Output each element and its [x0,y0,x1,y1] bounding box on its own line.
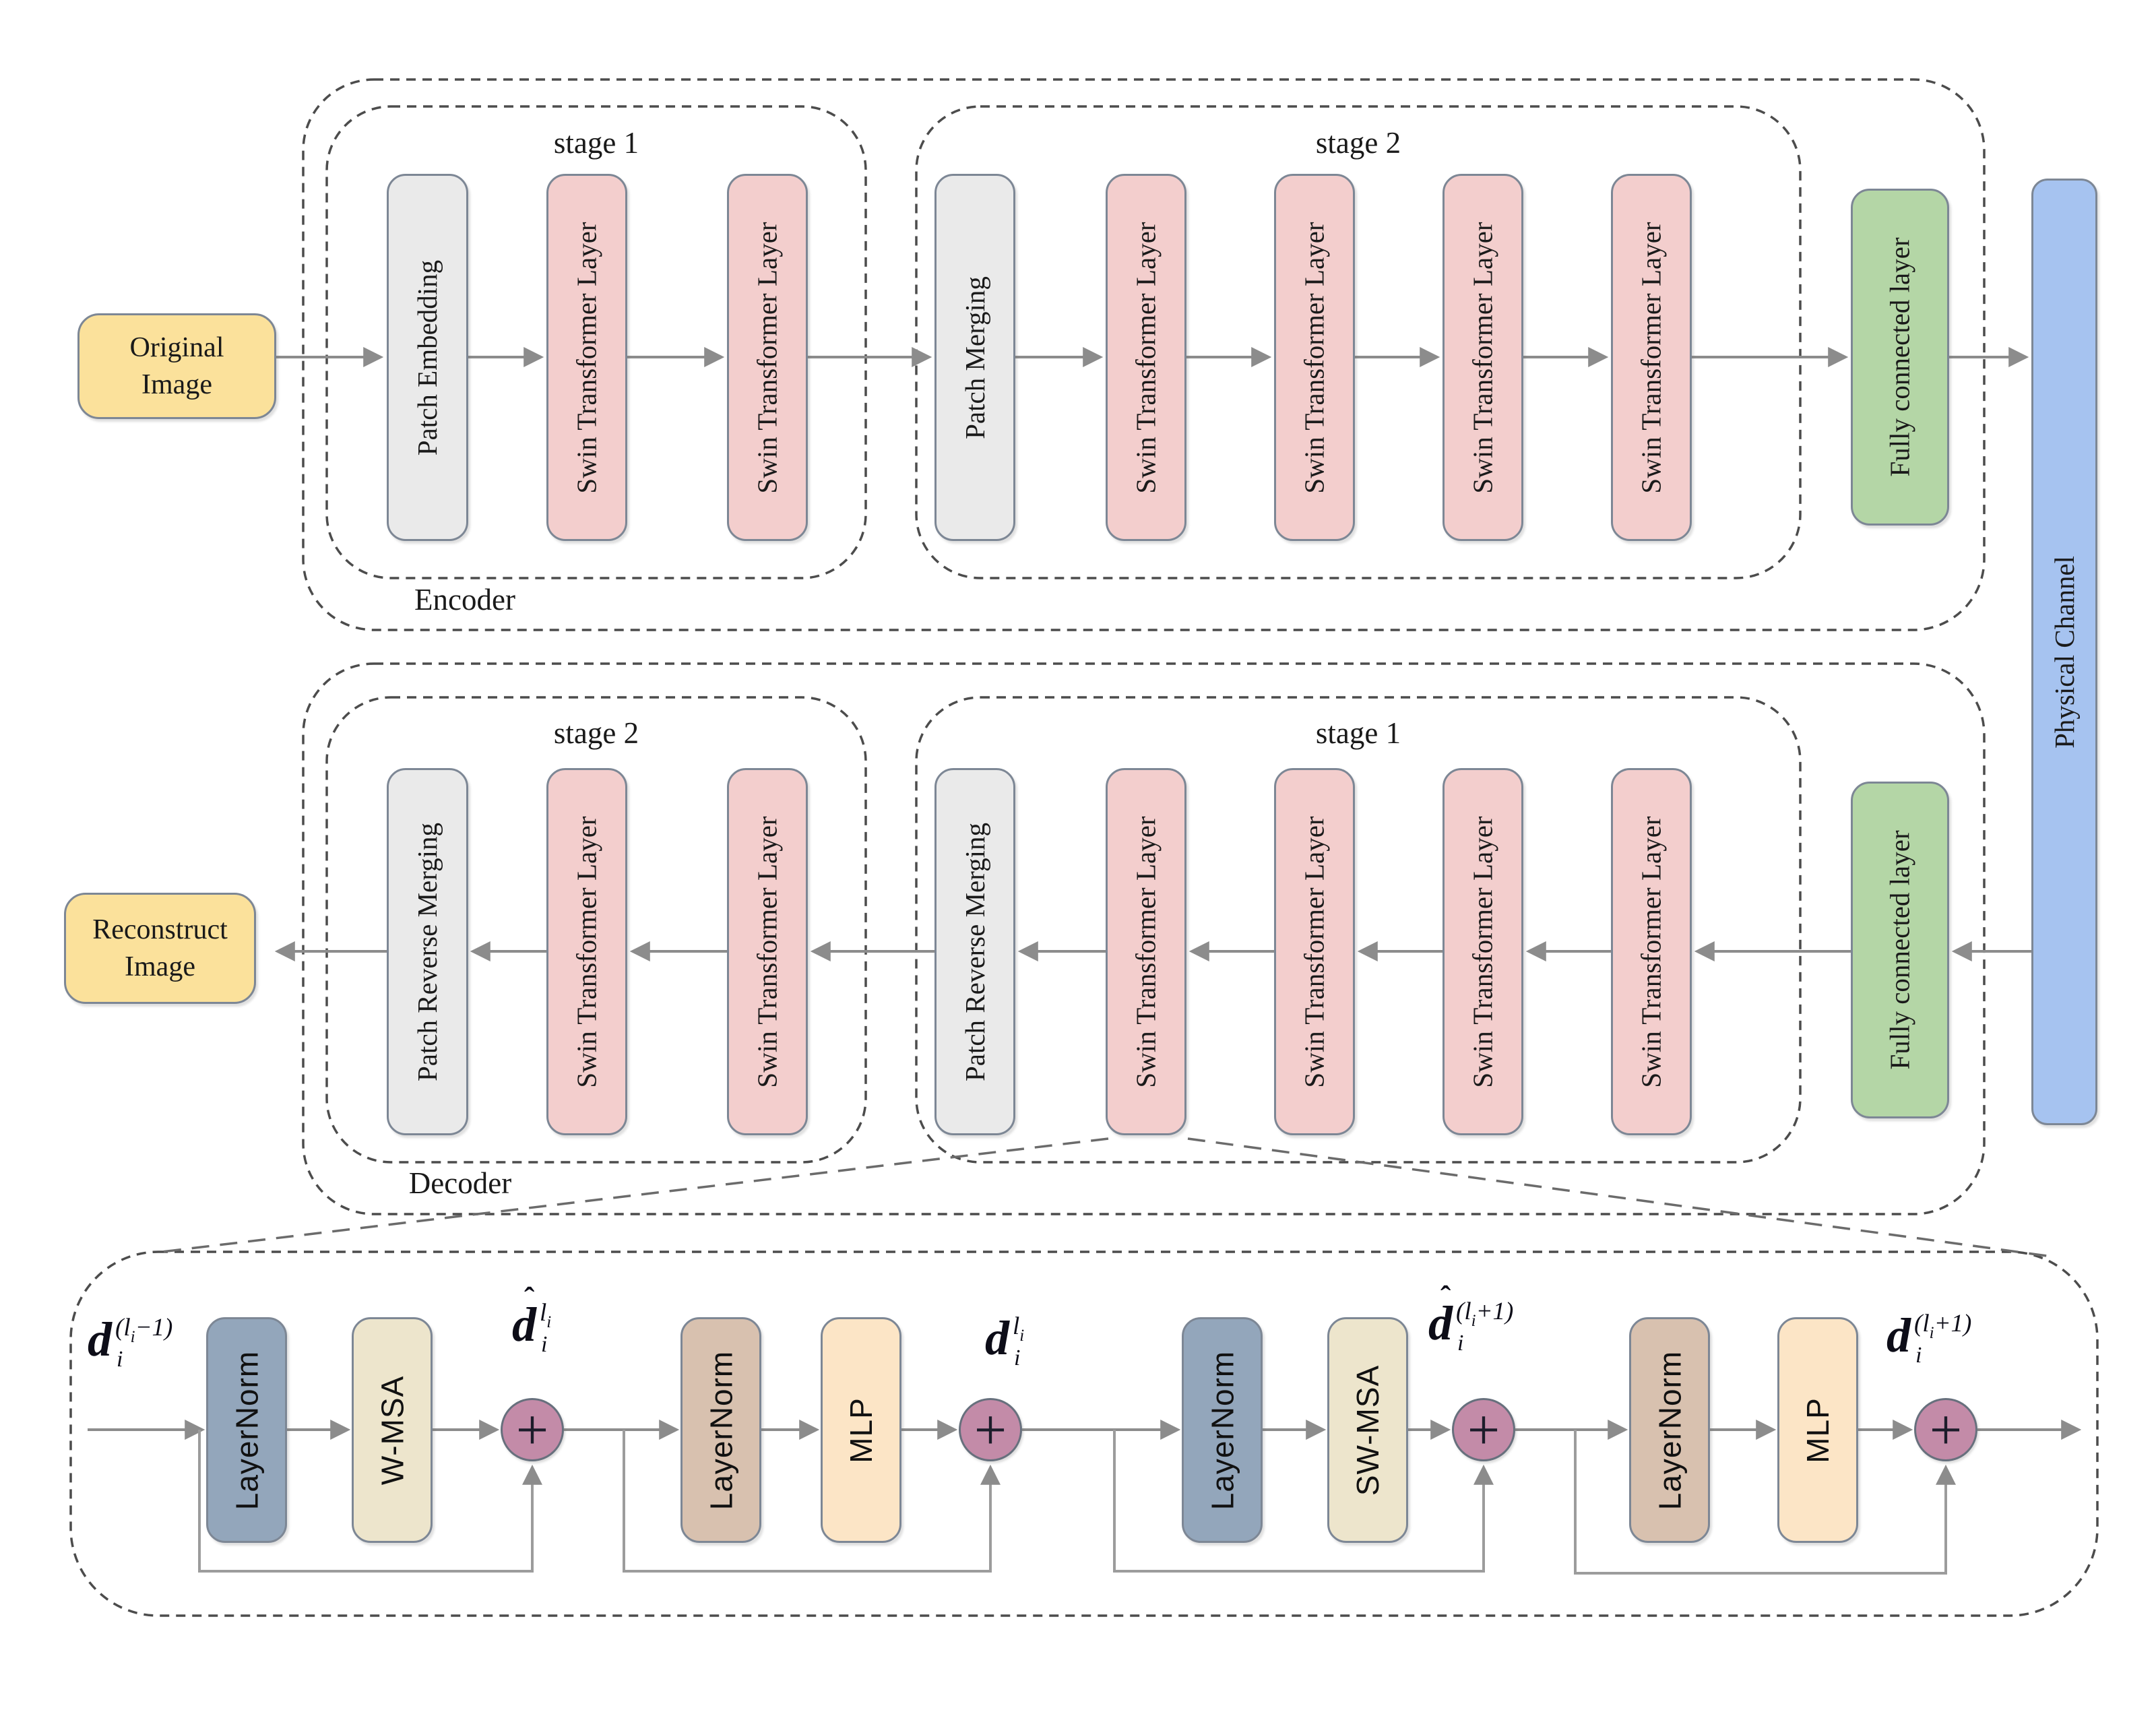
swin-layer-label: Swin Transformer Layer [571,221,602,494]
encoder-label: Encoder [414,583,515,616]
physical-channel-label: Physical Channel [2049,555,2081,749]
add-circle: + [501,1398,564,1461]
zoom-connector-right [1187,1137,2048,1257]
decoder-swin-layer-node: Swin Transformer Layer [1106,768,1186,1135]
encoder-stage2-box [915,105,1802,579]
add-circle: + [1914,1398,1977,1461]
plus-sign: + [974,1397,1007,1462]
layernorm-label: LayerNorm [229,1350,265,1510]
swin-layer-label: Swin Transformer Layer [1467,815,1498,1088]
decoder-fc-node: Fully connected layer [1851,782,1949,1118]
patch-reverse-merging-label: Patch Reverse Merging [959,822,991,1081]
mlp-label: MLP [844,1397,879,1463]
swin-layer-label: Swin Transformer Layer [1299,815,1330,1088]
decoder-swin-layer-node: Swin Transformer Layer [1274,768,1355,1135]
layernorm-node: LayerNorm [206,1317,287,1543]
layernorm-node: LayerNorm [680,1317,761,1543]
patch-reverse-merging-node: Patch Reverse Merging [387,768,468,1135]
decoder-swin-layer-node: Swin Transformer Layer [546,768,627,1135]
swin-block-detail-box [69,1250,2099,1617]
encoder-swin-layer-node: Swin Transformer Layer [1442,174,1523,541]
decoder-swin-layer-node: Swin Transformer Layer [1442,768,1523,1135]
layernorm-label: LayerNorm [1652,1350,1688,1510]
swin-layer-label: Swin Transformer Layer [571,815,602,1088]
add-circle: + [959,1398,1022,1461]
sw-msa-node: SW-MSA [1327,1317,1408,1543]
w-msa-label: W-MSA [375,1375,410,1485]
decoder-swin-layer-node: Swin Transformer Layer [1611,768,1692,1135]
patch-merging-label: Patch Merging [959,276,991,439]
math-label-after-mlp: d li i [985,1311,1025,1370]
encoder-swin-layer-node: Swin Transformer Layer [546,174,627,541]
encoder-swin-layer-node: Swin Transformer Layer [1106,174,1186,541]
fc-label: Fully connected layer [1884,830,1915,1070]
patch-merging-node: Patch Merging [934,174,1015,541]
encoder-swin-layer-node: Swin Transformer Layer [1611,174,1692,541]
swin-layer-label: Swin Transformer Layer [752,221,783,494]
layernorm-label: LayerNorm [1205,1350,1240,1510]
swin-layer-label: Swin Transformer Layer [1467,221,1498,494]
encoder-stage2-label: stage 2 [1315,126,1401,160]
mlp-node: MLP [1777,1317,1858,1543]
plus-sign: + [1467,1397,1500,1462]
original-image-node: Original Image [77,313,276,419]
zoom-connector-left [161,1137,1109,1253]
plus-sign: + [1929,1397,1963,1462]
patch-reverse-merging-node: Patch Reverse Merging [934,768,1015,1135]
plus-sign: + [515,1397,549,1462]
reconstruct-image-node: Reconstruct Image [64,893,256,1004]
encoder-swin-layer-node: Swin Transformer Layer [727,174,808,541]
decoder-stage1-label: stage 1 [1315,716,1401,750]
mlp-node: MLP [821,1317,901,1543]
swin-layer-label: Swin Transformer Layer [1636,221,1667,494]
encoder-stage1-label: stage 1 [553,126,639,160]
encoder-stage1-box [325,105,867,579]
encoder-fc-node: Fully connected layer [1851,189,1949,526]
decoder-stage2-label: stage 2 [553,716,639,750]
swin-layer-label: Swin Transformer Layer [1299,221,1330,494]
reconstruct-image-label: Reconstruct Image [92,914,228,982]
add-circle: + [1452,1398,1515,1461]
mlp-label: MLP [1800,1397,1835,1463]
patch-reverse-merging-label: Patch Reverse Merging [412,822,443,1081]
patch-embedding-label: Patch Embedding [412,259,443,455]
decoder-swin-layer-node: Swin Transformer Layer [727,768,808,1135]
layernorm-label: LayerNorm [703,1350,739,1510]
encoder-swin-layer-node: Swin Transformer Layer [1274,174,1355,541]
w-msa-node: W-MSA [352,1317,433,1543]
decoder-label: Decoder [408,1166,512,1200]
swin-layer-label: Swin Transformer Layer [1636,815,1667,1088]
swin-layer-label: Swin Transformer Layer [1131,221,1162,494]
original-image-label: Original Image [129,331,224,400]
layernorm-node: LayerNorm [1182,1317,1263,1543]
physical-channel-node: Physical Channel [2031,179,2097,1125]
swin-layer-label: Swin Transformer Layer [752,815,783,1088]
math-label-input: d (li−1) i [88,1312,173,1372]
decoder-stage2-box [325,696,867,1164]
fc-label: Fully connected layer [1884,237,1915,477]
patch-embedding-node: Patch Embedding [387,174,468,541]
sw-msa-label: SW-MSA [1350,1364,1385,1496]
layernorm-node: LayerNorm [1629,1317,1710,1543]
math-label-output: d (li+1) i [1886,1308,1972,1368]
swin-layer-label: Swin Transformer Layer [1131,815,1162,1088]
